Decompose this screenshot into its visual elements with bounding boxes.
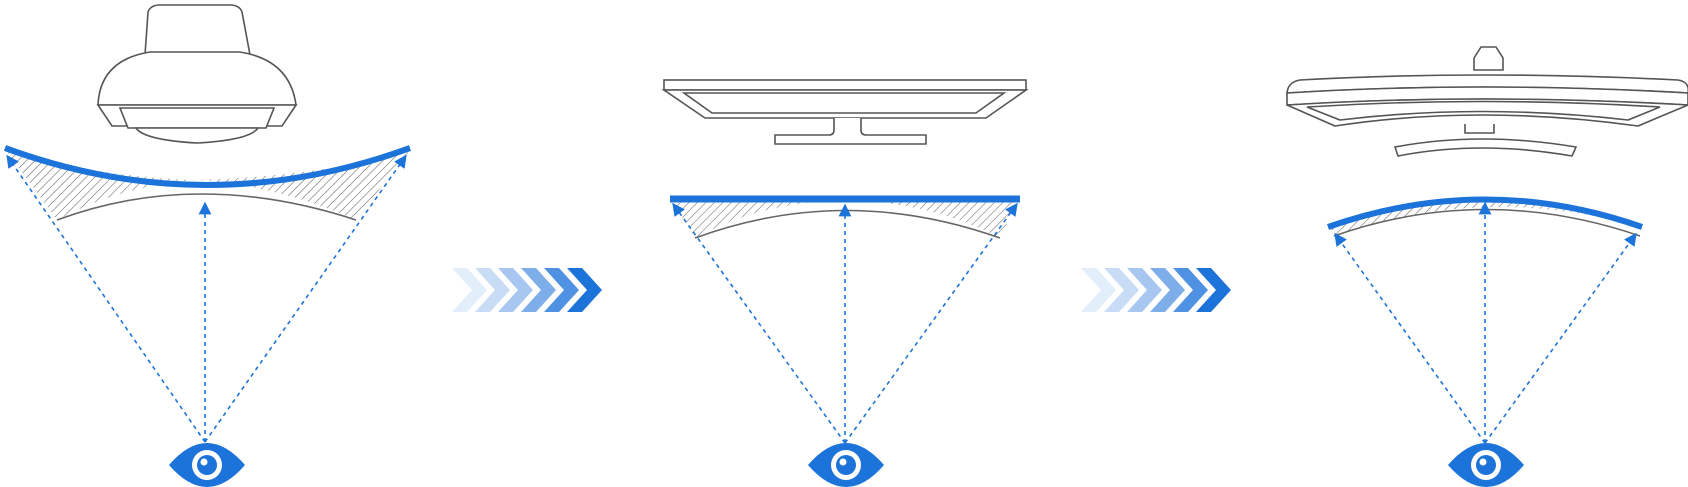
chevron-step [544,268,579,312]
eye-icon [1448,443,1524,487]
chevron-step [452,268,487,312]
chevron-step [1150,268,1185,312]
convex-screen [1327,196,1643,230]
hatch-gap-left [6,150,197,220]
hatch-gap-right [845,200,1018,238]
perceived-image-arc [56,193,357,221]
panel-curved-monitor [1286,46,1688,487]
chevron-step [475,268,510,312]
sight-line-left [672,202,846,444]
chevron-step [1127,268,1162,312]
hatch-gap-left [671,200,845,238]
chevron-step [498,268,533,312]
eye-dome-icon [96,4,298,144]
sight-line-left [1334,232,1486,444]
chevron-step [1196,268,1231,312]
chevron-step [1173,268,1208,312]
sight-lines [1334,201,1637,444]
flat-monitor-icon [661,79,1029,145]
chevron-step [1104,268,1139,312]
panel-eye-perspective [3,4,412,487]
sight-line-right [1484,232,1637,444]
eye-icon [808,443,884,487]
chevron-step [567,268,602,312]
curved-monitor-icon [1286,46,1688,157]
sight-lines [672,202,1018,444]
sight-lines [6,154,407,443]
sight-line-right [844,202,1018,444]
hatch-gap [1330,201,1640,236]
chevron-arrow-icon [1081,268,1231,312]
eye-icon [169,443,245,487]
sight-line-right [204,154,407,443]
chevron-arrow-icon [452,268,602,312]
panel-flat-monitor [661,79,1029,487]
sight-line-left [6,154,206,443]
chevron-step [1081,268,1116,312]
chevron-step [521,268,556,312]
concave-screen [3,145,412,188]
